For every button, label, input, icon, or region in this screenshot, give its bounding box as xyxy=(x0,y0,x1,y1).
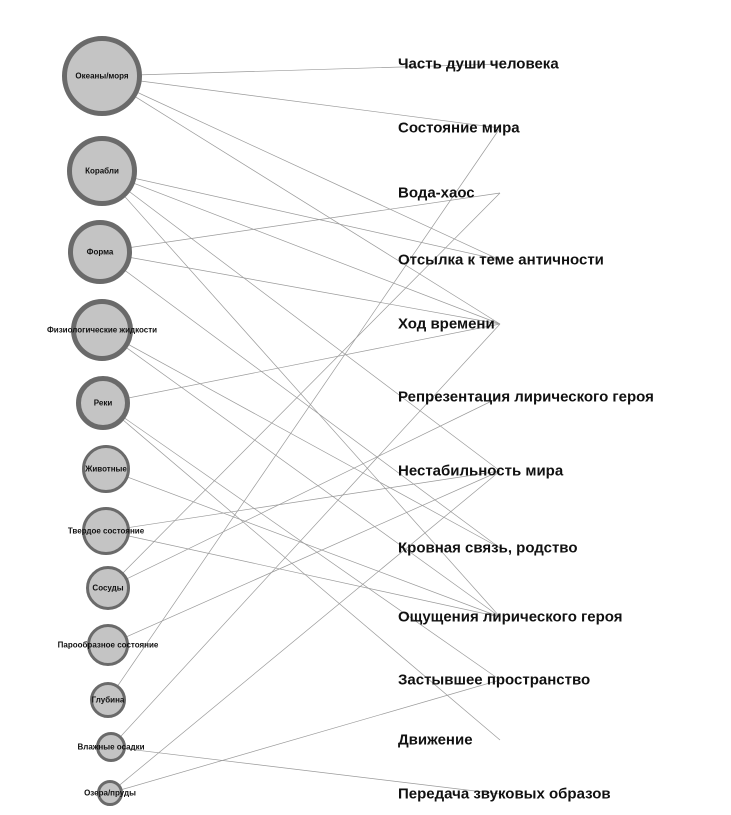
edge xyxy=(107,470,501,646)
node-circle xyxy=(67,136,137,206)
node-circle xyxy=(90,682,126,718)
node-circle xyxy=(86,566,130,610)
node-circle xyxy=(71,299,133,361)
node-circle xyxy=(97,780,123,806)
edge xyxy=(107,192,501,589)
category-label: Нестабильность мира xyxy=(398,462,564,480)
edge xyxy=(99,192,501,253)
category-label: Передача звуковых образов xyxy=(398,785,611,803)
category-label: Часть души человека xyxy=(398,55,559,73)
node-circle xyxy=(82,445,130,493)
node-label: Влажные осадки xyxy=(77,742,145,752)
category-label: Ход времени xyxy=(398,315,495,333)
edge xyxy=(101,75,501,129)
edge xyxy=(102,323,501,404)
category-label: Ощущения лирического героя xyxy=(398,608,623,626)
node-label: Озера/пруды xyxy=(84,788,136,798)
edge xyxy=(105,470,501,532)
edge xyxy=(102,402,501,741)
edge xyxy=(101,75,501,325)
edge xyxy=(101,170,501,472)
node-label: Сосуды xyxy=(92,583,124,593)
category-label: Движение xyxy=(398,731,473,749)
edge xyxy=(105,530,501,618)
node-circle xyxy=(96,732,126,762)
node-label: Корабли xyxy=(85,166,119,176)
category-label: Репрезентация лирического героя xyxy=(398,388,654,406)
node-label: Физиологические жидкости xyxy=(46,325,158,335)
category-label: Кровная связь, родство xyxy=(398,539,578,557)
node-label: Форма xyxy=(86,247,114,257)
edge xyxy=(99,251,501,325)
edge xyxy=(101,75,501,261)
node-label: Животные xyxy=(85,464,127,474)
node-circle xyxy=(82,507,130,555)
edge xyxy=(110,323,501,748)
node-circle xyxy=(76,376,130,430)
node-label: Твердое состояние xyxy=(67,526,145,536)
category-label: Состояние мира xyxy=(398,119,520,137)
edge xyxy=(109,470,501,794)
edge xyxy=(101,170,501,261)
node-label: Глубина xyxy=(91,695,125,705)
edge xyxy=(99,251,501,549)
edge xyxy=(109,679,501,794)
node-label: Реки xyxy=(93,398,113,408)
node-label: Океаны/моря xyxy=(75,71,129,81)
node-label: Парообразное состояние xyxy=(57,640,159,650)
node-circle xyxy=(87,624,129,666)
category-label: Вода-хаос xyxy=(398,184,475,202)
category-label: Отсылка к теме античности xyxy=(398,251,604,269)
edge xyxy=(101,63,501,77)
category-label: Застывшее пространство xyxy=(398,671,591,689)
edge xyxy=(110,746,501,795)
node-circle xyxy=(68,220,132,284)
edge xyxy=(101,170,501,325)
edge xyxy=(107,396,501,589)
edge xyxy=(101,329,501,618)
edge xyxy=(101,329,501,549)
edge xyxy=(102,402,501,681)
edge xyxy=(105,468,501,618)
edge xyxy=(107,127,501,701)
node-circle xyxy=(62,36,142,116)
